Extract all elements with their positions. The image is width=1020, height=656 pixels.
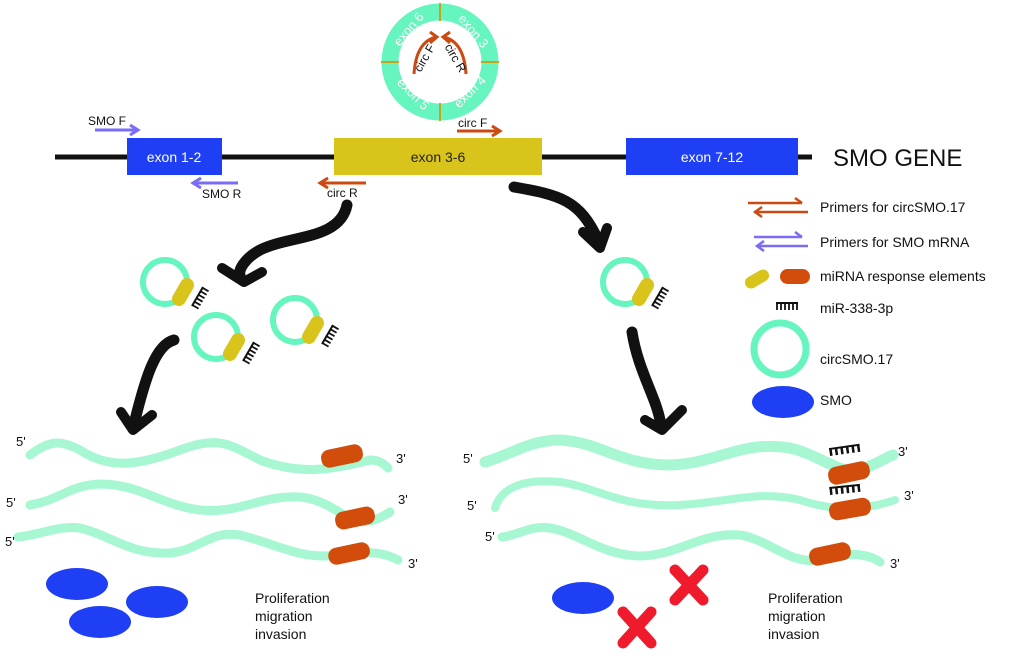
legend-label-mirna: miR-338-3p: [820, 300, 893, 316]
mrna-3prime: 3': [904, 488, 914, 503]
legend-label-mre: miRNA response elements: [820, 268, 986, 284]
red-x-icon: [669, 564, 709, 606]
arrow-to-right-circ-icon: [508, 181, 612, 253]
exon-7-12-box: [626, 138, 798, 175]
arrow-to-right-mrna-icon: [626, 326, 687, 435]
circ-r-label: circ R: [327, 186, 358, 200]
exon-3-6-box: [334, 138, 542, 175]
smo-protein: [552, 582, 614, 614]
red-x-icon: [617, 606, 657, 649]
mrna-5prime: 5': [485, 529, 495, 544]
ring-circ-r-arrow-icon: [443, 35, 468, 75]
left-outcome-line-1: Proliferation: [255, 590, 330, 606]
legend-label-circsmo: circSMO.17: [820, 351, 893, 367]
gene-title: SMO GENE: [833, 145, 962, 172]
smo-r-label: SMO R: [202, 187, 242, 201]
mrna-3prime: 3': [396, 451, 406, 466]
legend-label-smo: SMO: [820, 392, 852, 408]
circrna-sponge-1: [143, 260, 209, 310]
circrna-sponge-3: [273, 298, 339, 348]
right-mrna-group: 5' 3' 5' 3' 5' 3': [463, 434, 914, 571]
exon-7-12-label: exon 7-12: [681, 149, 743, 165]
smo-protein: [126, 586, 188, 618]
mrna-5prime: 5': [463, 451, 473, 466]
smo-protein: [69, 606, 131, 638]
smo-f-label: SMO F: [88, 114, 126, 128]
mrna-5prime: 5': [467, 498, 477, 513]
circ-r-arrow-icon: [317, 176, 366, 190]
mirna-bound-1: [827, 443, 862, 458]
arrow-to-left-mrna-icon: [116, 334, 180, 435]
ring-circ-f-arrow-icon: [412, 35, 437, 75]
legend-label-smo-primers: Primers for SMO mRNA: [820, 234, 970, 250]
mirna-comb-icon: [775, 302, 799, 311]
smo-protein-ellipse-icon: [752, 386, 814, 418]
mrna-5prime: 5': [5, 534, 15, 549]
left-mrna-group: 5' 3' 5' 3' 5' 3': [5, 434, 418, 571]
exon-1-2-label: exon 1-2: [147, 149, 202, 165]
mrna-3prime: 3': [398, 492, 408, 507]
mrna-3prime: 3': [898, 444, 908, 459]
mrna-5prime: 5': [6, 495, 16, 510]
ring-circ-r-label: circ R: [442, 41, 470, 75]
smo-f-arrow-icon: [95, 123, 141, 137]
circrna-ring-diagram: exon 6 exon 3 exon 4 exon 5 circ F circ …: [381, 3, 499, 121]
left-outcome-line-2: migration: [255, 608, 313, 624]
circrna-sponge-4: [603, 260, 669, 310]
left-outcome-line-3: invasion: [255, 626, 306, 642]
circrna-ring-icon: [750, 319, 810, 379]
mrna-3prime: 3': [408, 556, 418, 571]
right-outcome-line-1: Proliferation: [768, 590, 843, 606]
mirna-bound-2: [827, 483, 863, 497]
exon-3-6-label: exon 3-6: [411, 149, 466, 165]
smo-protein: [46, 568, 108, 600]
purple-double-arrow-icon: [754, 230, 808, 253]
circrna-sponge-2: [194, 315, 260, 365]
smo-r-arrow-icon: [190, 176, 238, 190]
exon-1-2-box: [127, 138, 222, 175]
mrna-5prime: 5': [16, 434, 26, 449]
legend: Primers for circSMO.17 Primers for SMO m…: [744, 196, 986, 418]
arrow-to-left-circs-icon: [217, 199, 353, 287]
legend-label-circ-primers: Primers for circSMO.17: [820, 199, 966, 215]
orange-double-arrow-icon: [748, 196, 808, 219]
right-outcome-line-2: migration: [768, 608, 826, 624]
mre-capsules-icon: [744, 269, 810, 289]
circ-f-arrow-icon: [457, 124, 503, 138]
mrna-3prime: 3': [890, 556, 900, 571]
right-outcome-line-3: invasion: [768, 626, 819, 642]
circ-f-label: circ F: [458, 116, 487, 130]
